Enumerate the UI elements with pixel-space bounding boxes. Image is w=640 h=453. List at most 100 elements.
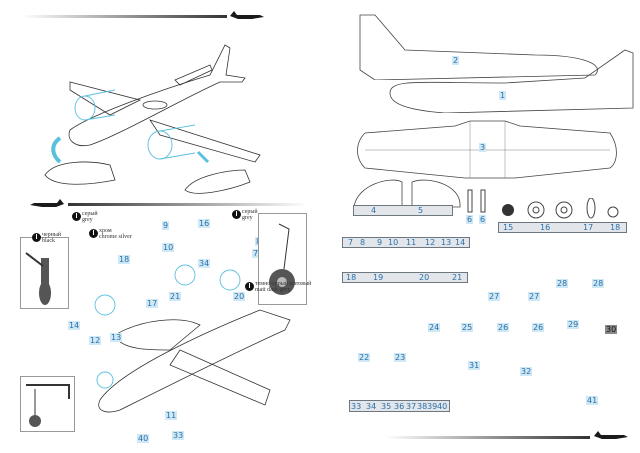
part-label-7: 7 [348, 238, 354, 247]
paint-grey-icon [232, 210, 241, 219]
assembly-label-11: 11 [165, 411, 178, 420]
assembly-label-9: 9 [162, 221, 170, 230]
part-label-6a: 6 [466, 215, 474, 224]
part-label-16: 16 [540, 223, 551, 232]
paint-grey-icon [72, 212, 81, 221]
paint-callout-grey: серый grey [82, 211, 98, 223]
part-label-17: 17 [583, 223, 594, 232]
paint-en: black [42, 238, 55, 244]
part-label-28b: 28 [592, 279, 605, 288]
assembly-label-34: 34 [198, 259, 211, 268]
assembly-label-13: 13 [110, 333, 123, 342]
assembly-label-17: 17 [146, 299, 159, 308]
part-label-23: 23 [394, 353, 407, 362]
part-label-11: 11 [406, 238, 417, 247]
paint-ru: серый [82, 211, 98, 217]
paint-en: grey [242, 215, 253, 221]
part-label-19: 19 [373, 273, 384, 282]
paint-ru: серый [242, 209, 258, 215]
part-label-34: 34 [366, 402, 377, 411]
part-label-3: 3 [479, 143, 487, 152]
part-label-27b: 27 [528, 292, 541, 301]
paint-black-icon [32, 233, 41, 242]
part-label-24: 24 [428, 323, 441, 332]
part-label-26a: 26 [497, 323, 510, 332]
part-label-10: 10 [388, 238, 399, 247]
paint-en: chrome silver [99, 234, 132, 240]
sprue-bar-e [342, 272, 468, 283]
paint-ru: хром [99, 228, 112, 234]
assembly-aircraft-drawing [60, 240, 300, 430]
part-label-41: 41 [586, 396, 599, 405]
paint-callout-darkgrey: темно-серый матовый matt dark-grey [255, 281, 311, 293]
overview-aircraft-drawing [30, 20, 280, 200]
assembly-label-14: 14 [68, 321, 81, 330]
part-label-40: 40 [437, 402, 448, 411]
assembly-label-10: 10 [162, 243, 175, 252]
part-label-33: 33 [351, 402, 362, 411]
part-label-8: 8 [360, 238, 366, 247]
paint-en: grey [82, 217, 93, 223]
part-label-20: 20 [419, 273, 430, 282]
part-label-27a: 27 [488, 292, 501, 301]
assembly-label-16: 16 [198, 219, 211, 228]
sprue-bar-c [342, 237, 470, 248]
part-label-4: 4 [371, 206, 377, 215]
part-label-30: 30 [605, 325, 618, 334]
paint-callout-black: черный black [42, 232, 61, 244]
part-label-29: 29 [567, 320, 580, 329]
part-label-9: 9 [377, 238, 383, 247]
assembly-label-21: 21 [169, 292, 182, 301]
paint-callout-grey2: серый grey [242, 209, 258, 221]
paint-en: matt dark-grey [255, 287, 291, 293]
part-label-25: 25 [461, 323, 474, 332]
assembly-label-12: 12 [89, 336, 102, 345]
gear-bay-inset [20, 376, 75, 432]
part-label-6b: 6 [479, 215, 487, 224]
header-rule-mid-left [68, 203, 308, 206]
part-label-13: 13 [441, 238, 452, 247]
part-label-36: 36 [394, 402, 405, 411]
part-label-18: 18 [610, 223, 621, 232]
part-label-21: 21 [452, 273, 463, 282]
part-label-39: 39 [427, 402, 438, 411]
part-label-31: 31 [468, 361, 481, 370]
assembly-label-18: 18 [118, 255, 131, 264]
part-label-32: 32 [520, 367, 533, 376]
part-label-26b: 26 [532, 323, 545, 332]
part-label-22: 22 [358, 353, 371, 362]
fuselage-half-drawing [355, 10, 625, 80]
paint-ru: черный [42, 232, 62, 238]
part-label-38: 38 [417, 402, 428, 411]
sprue-bar-d [498, 222, 627, 233]
main-gear-inset [258, 213, 307, 305]
part-label-2: 2 [452, 56, 460, 65]
part-label-18b: 18 [346, 273, 357, 282]
fuselage-half-drawing [385, 48, 635, 113]
sprue-bar-f [349, 400, 450, 412]
strut-parts-drawing [466, 188, 490, 216]
wing-drawing [355, 118, 620, 183]
sprue-bar-a [353, 205, 453, 216]
assembly-label-20: 20 [233, 292, 246, 301]
assembly-label-40: 40 [137, 434, 150, 443]
paint-darkgrey-icon [245, 282, 254, 291]
assembly-label-7: 7 [252, 249, 260, 258]
paint-callout-chrome: хром chrome silver [99, 228, 132, 240]
wheels-drawing [498, 198, 638, 222]
part-label-12: 12 [425, 238, 436, 247]
part-label-35: 35 [381, 402, 392, 411]
header-rule-top-left [22, 15, 227, 18]
part-label-15: 15 [503, 223, 514, 232]
paint-ru: темно-серый матовый [255, 281, 312, 287]
part-label-1: 1 [499, 91, 507, 100]
part-label-14: 14 [455, 238, 466, 247]
part-label-37: 37 [406, 402, 417, 411]
paint-chrome-icon [89, 229, 98, 238]
canopy-halves-drawing [352, 174, 462, 209]
nose-gear-inset [20, 237, 69, 309]
part-label-5: 5 [418, 206, 424, 215]
part-label-28a: 28 [556, 279, 569, 288]
assembly-label-33: 33 [172, 431, 185, 440]
footer-rule-right [385, 436, 590, 439]
